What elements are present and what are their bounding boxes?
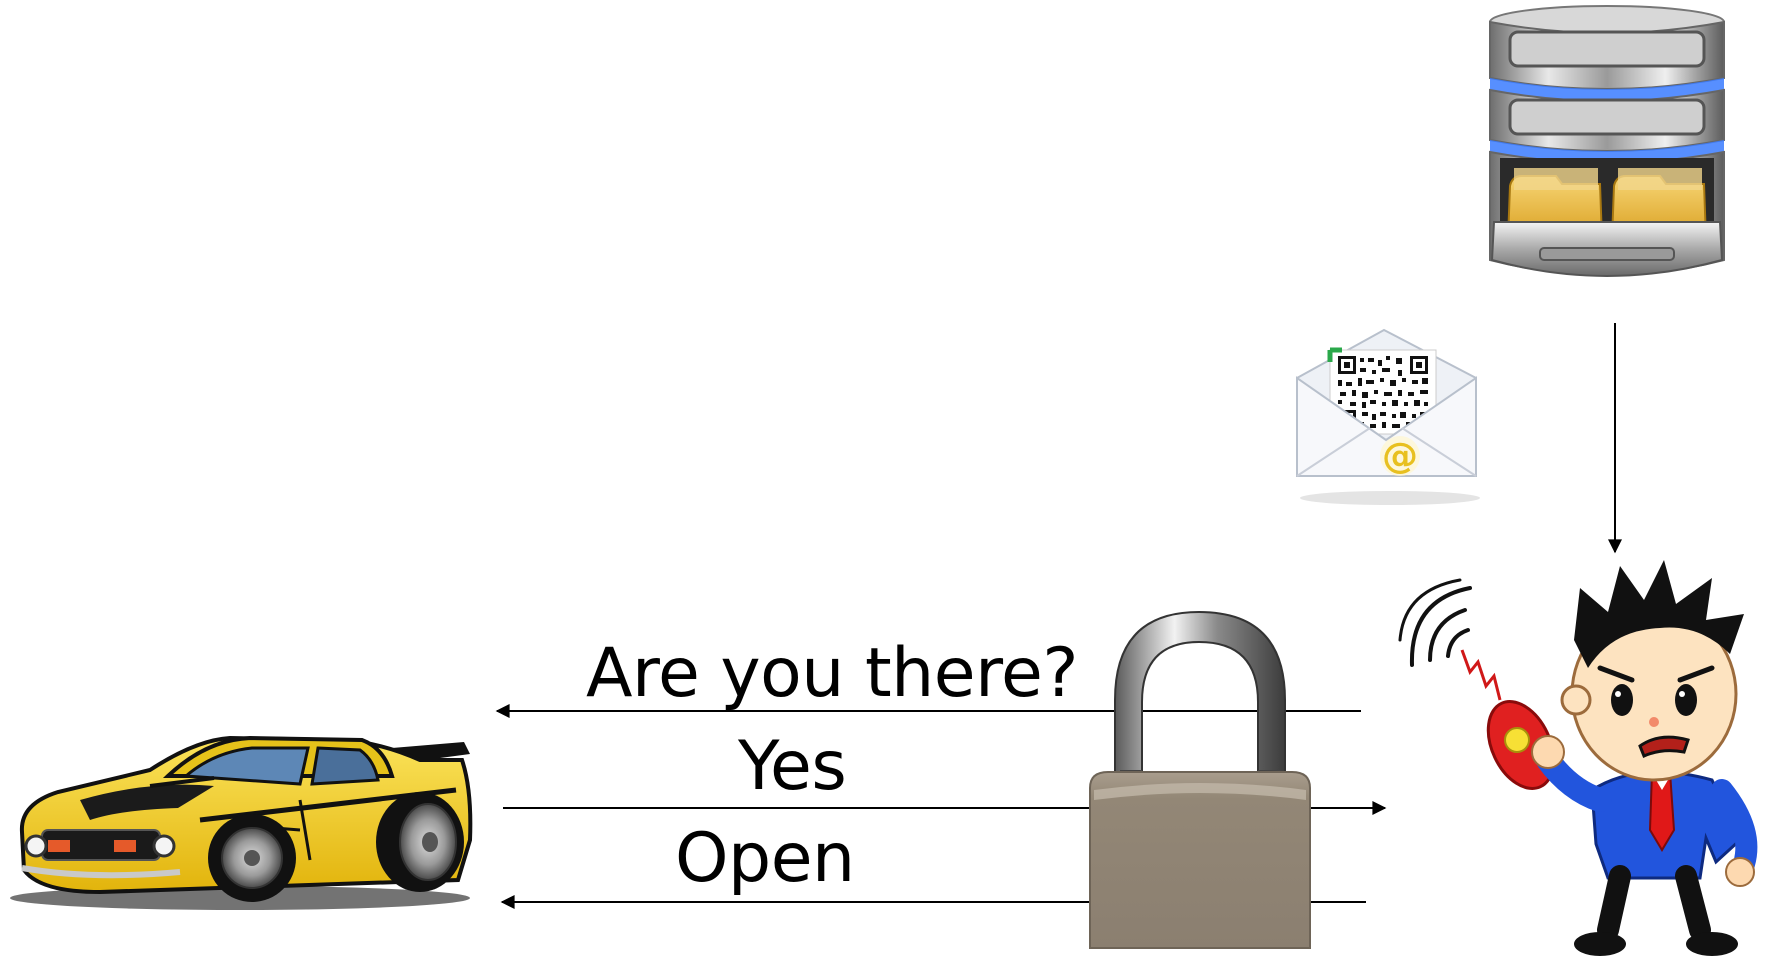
message-open: Open: [675, 819, 855, 898]
padlock-icon: [1089, 610, 1311, 949]
sports-car-icon: [10, 735, 473, 910]
rear-wheel: [376, 792, 464, 892]
front-wheel: [208, 814, 296, 902]
person-with-key-fob-icon: [1398, 560, 1758, 956]
qr-code-envelope-icon: @: [1296, 328, 1480, 505]
envelope-at-symbol: @: [1382, 436, 1418, 477]
signal-waves-icon: [1398, 578, 1472, 667]
message-yes: Yes: [738, 727, 847, 806]
key-fob-icon: [1486, 700, 1556, 790]
message-are-you-there: Are you there?: [586, 634, 1078, 713]
database-server-icon: [1489, 5, 1725, 277]
